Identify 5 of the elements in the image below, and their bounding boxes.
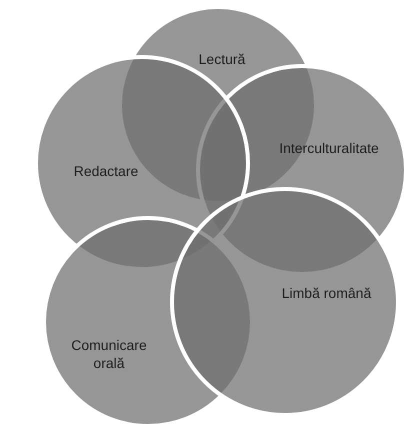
circle-label: Comunicare orală [70,336,148,372]
circle-label: Limbă română [280,284,372,302]
circle-label: Redactare [72,162,140,180]
circle-label: Interculturalitate [278,139,380,157]
circle-label: Lectură [198,50,246,68]
